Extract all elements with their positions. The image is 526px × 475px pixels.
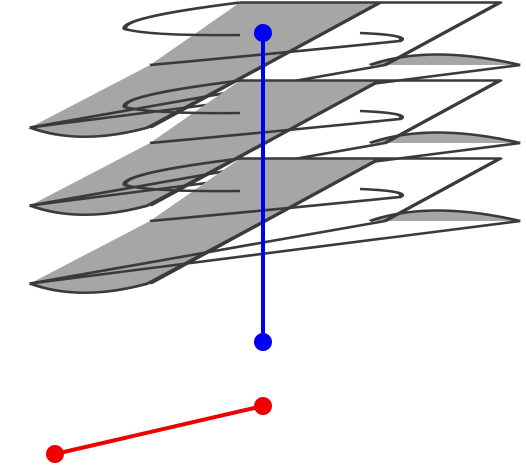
red-path-line bbox=[54, 404, 264, 456]
blue-node-top bbox=[254, 24, 272, 42]
red-node-center bbox=[254, 397, 272, 415]
layer-stack bbox=[30, 3, 520, 293]
red-node-left bbox=[46, 445, 64, 463]
blue-node-bottom bbox=[254, 333, 272, 351]
